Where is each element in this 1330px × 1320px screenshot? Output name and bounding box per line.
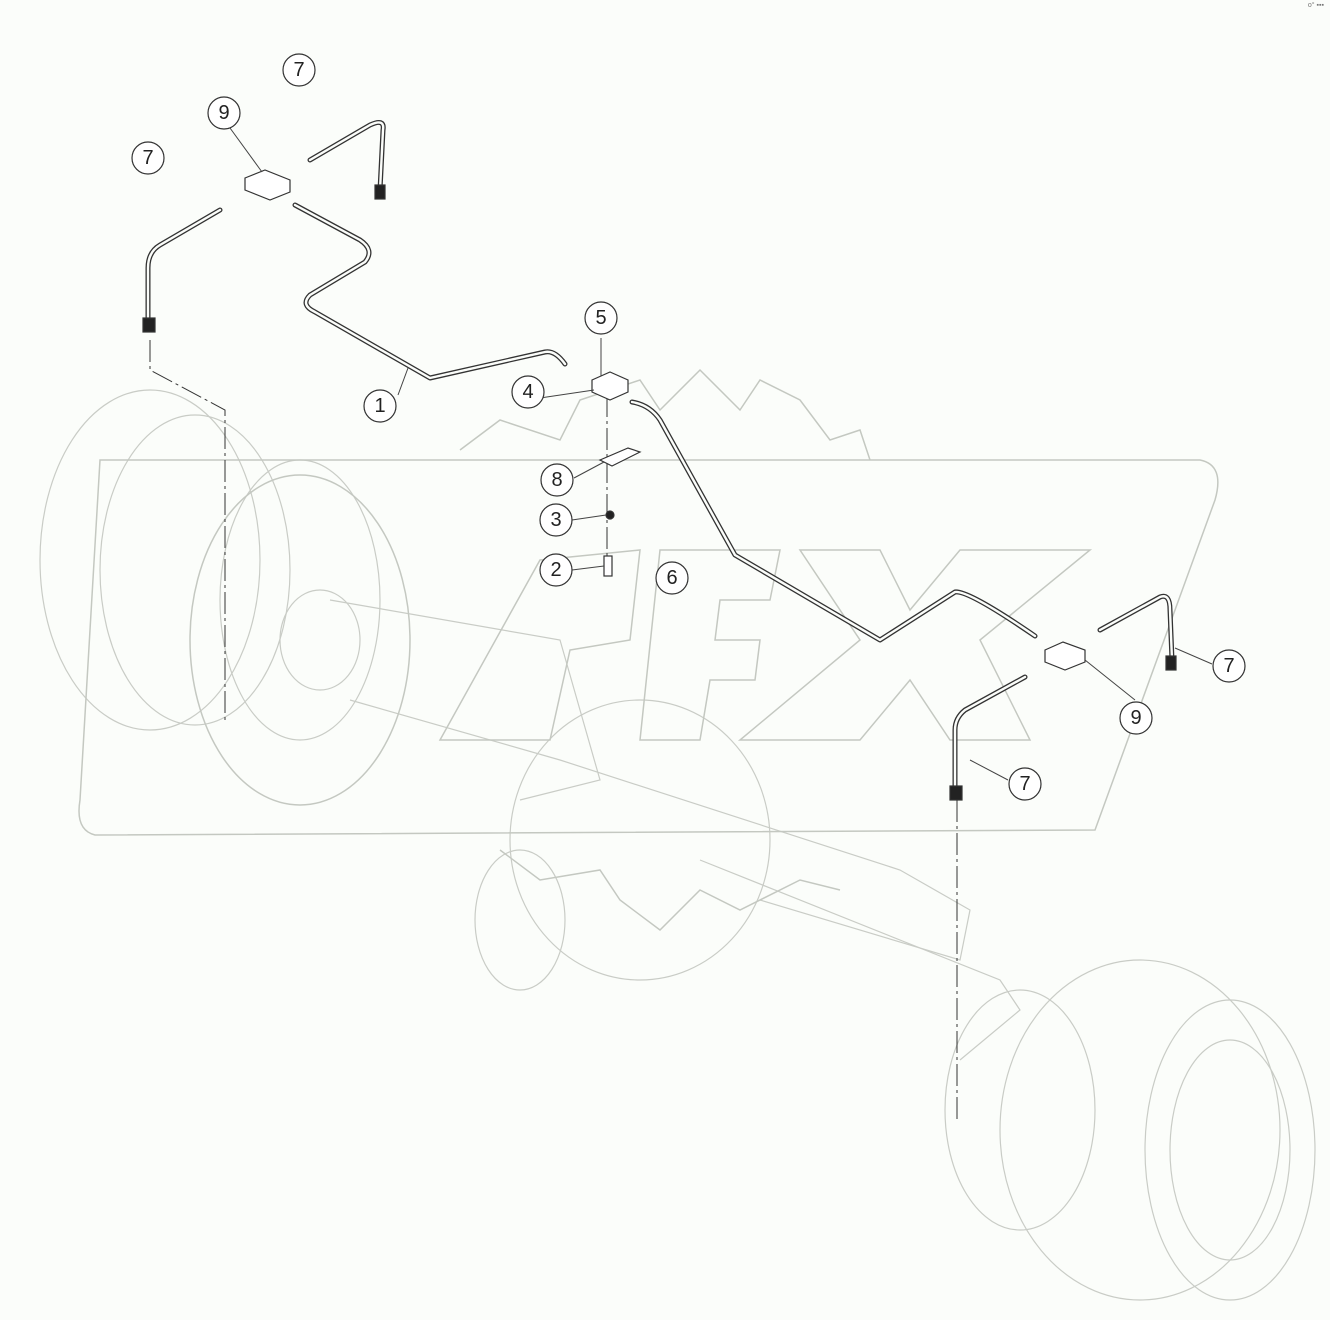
callout-3[interactable]: 3 xyxy=(539,503,573,537)
leader-lines xyxy=(229,127,1213,781)
svg-text:7: 7 xyxy=(1019,773,1030,795)
corner-mark: o° ▪▪▪ xyxy=(1307,2,1324,9)
svg-text:3: 3 xyxy=(550,509,561,531)
svg-text:4: 4 xyxy=(522,381,533,403)
svg-text:7: 7 xyxy=(142,147,153,169)
callout-7d[interactable]: 7 xyxy=(1008,767,1042,801)
callout-1[interactable]: 1 xyxy=(363,389,397,423)
svg-text:2: 2 xyxy=(550,559,561,581)
callout-2[interactable]: 2 xyxy=(539,553,573,587)
svg-text:7: 7 xyxy=(293,59,304,81)
bracket-plate xyxy=(598,447,642,467)
callout-4[interactable]: 4 xyxy=(511,375,545,409)
opex-watermark-logo xyxy=(78,368,1219,931)
callout-5[interactable]: 5 xyxy=(584,301,618,335)
tee-block-center xyxy=(591,371,629,401)
fitting xyxy=(1165,655,1177,671)
svg-text:1: 1 xyxy=(374,395,385,417)
callout-9a[interactable]: 9 xyxy=(207,96,241,130)
fitting xyxy=(374,184,386,200)
bolt xyxy=(603,555,613,577)
callout-6[interactable]: 6 xyxy=(655,561,689,595)
fitting xyxy=(949,785,963,801)
center-line-left xyxy=(149,340,226,720)
callout-8[interactable]: 8 xyxy=(540,463,574,497)
svg-text:9: 9 xyxy=(218,102,229,124)
fitting xyxy=(142,317,156,333)
callout-7a[interactable]: 7 xyxy=(282,53,316,87)
tee-block-right xyxy=(1044,641,1086,671)
svg-text:7: 7 xyxy=(1223,655,1234,677)
parts xyxy=(142,169,1177,801)
brake-pipes xyxy=(145,119,1175,793)
svg-text:8: 8 xyxy=(551,469,562,491)
axle-background xyxy=(39,389,1316,1301)
callout-7c[interactable]: 7 xyxy=(1212,649,1246,683)
svg-text:9: 9 xyxy=(1130,707,1141,729)
svg-text:5: 5 xyxy=(595,307,606,329)
callout-7b[interactable]: 7 xyxy=(131,141,165,175)
tee-block-upper xyxy=(244,169,291,201)
washer xyxy=(605,510,615,520)
svg-text:6: 6 xyxy=(666,567,677,589)
callout-9b[interactable]: 9 xyxy=(1119,701,1153,735)
